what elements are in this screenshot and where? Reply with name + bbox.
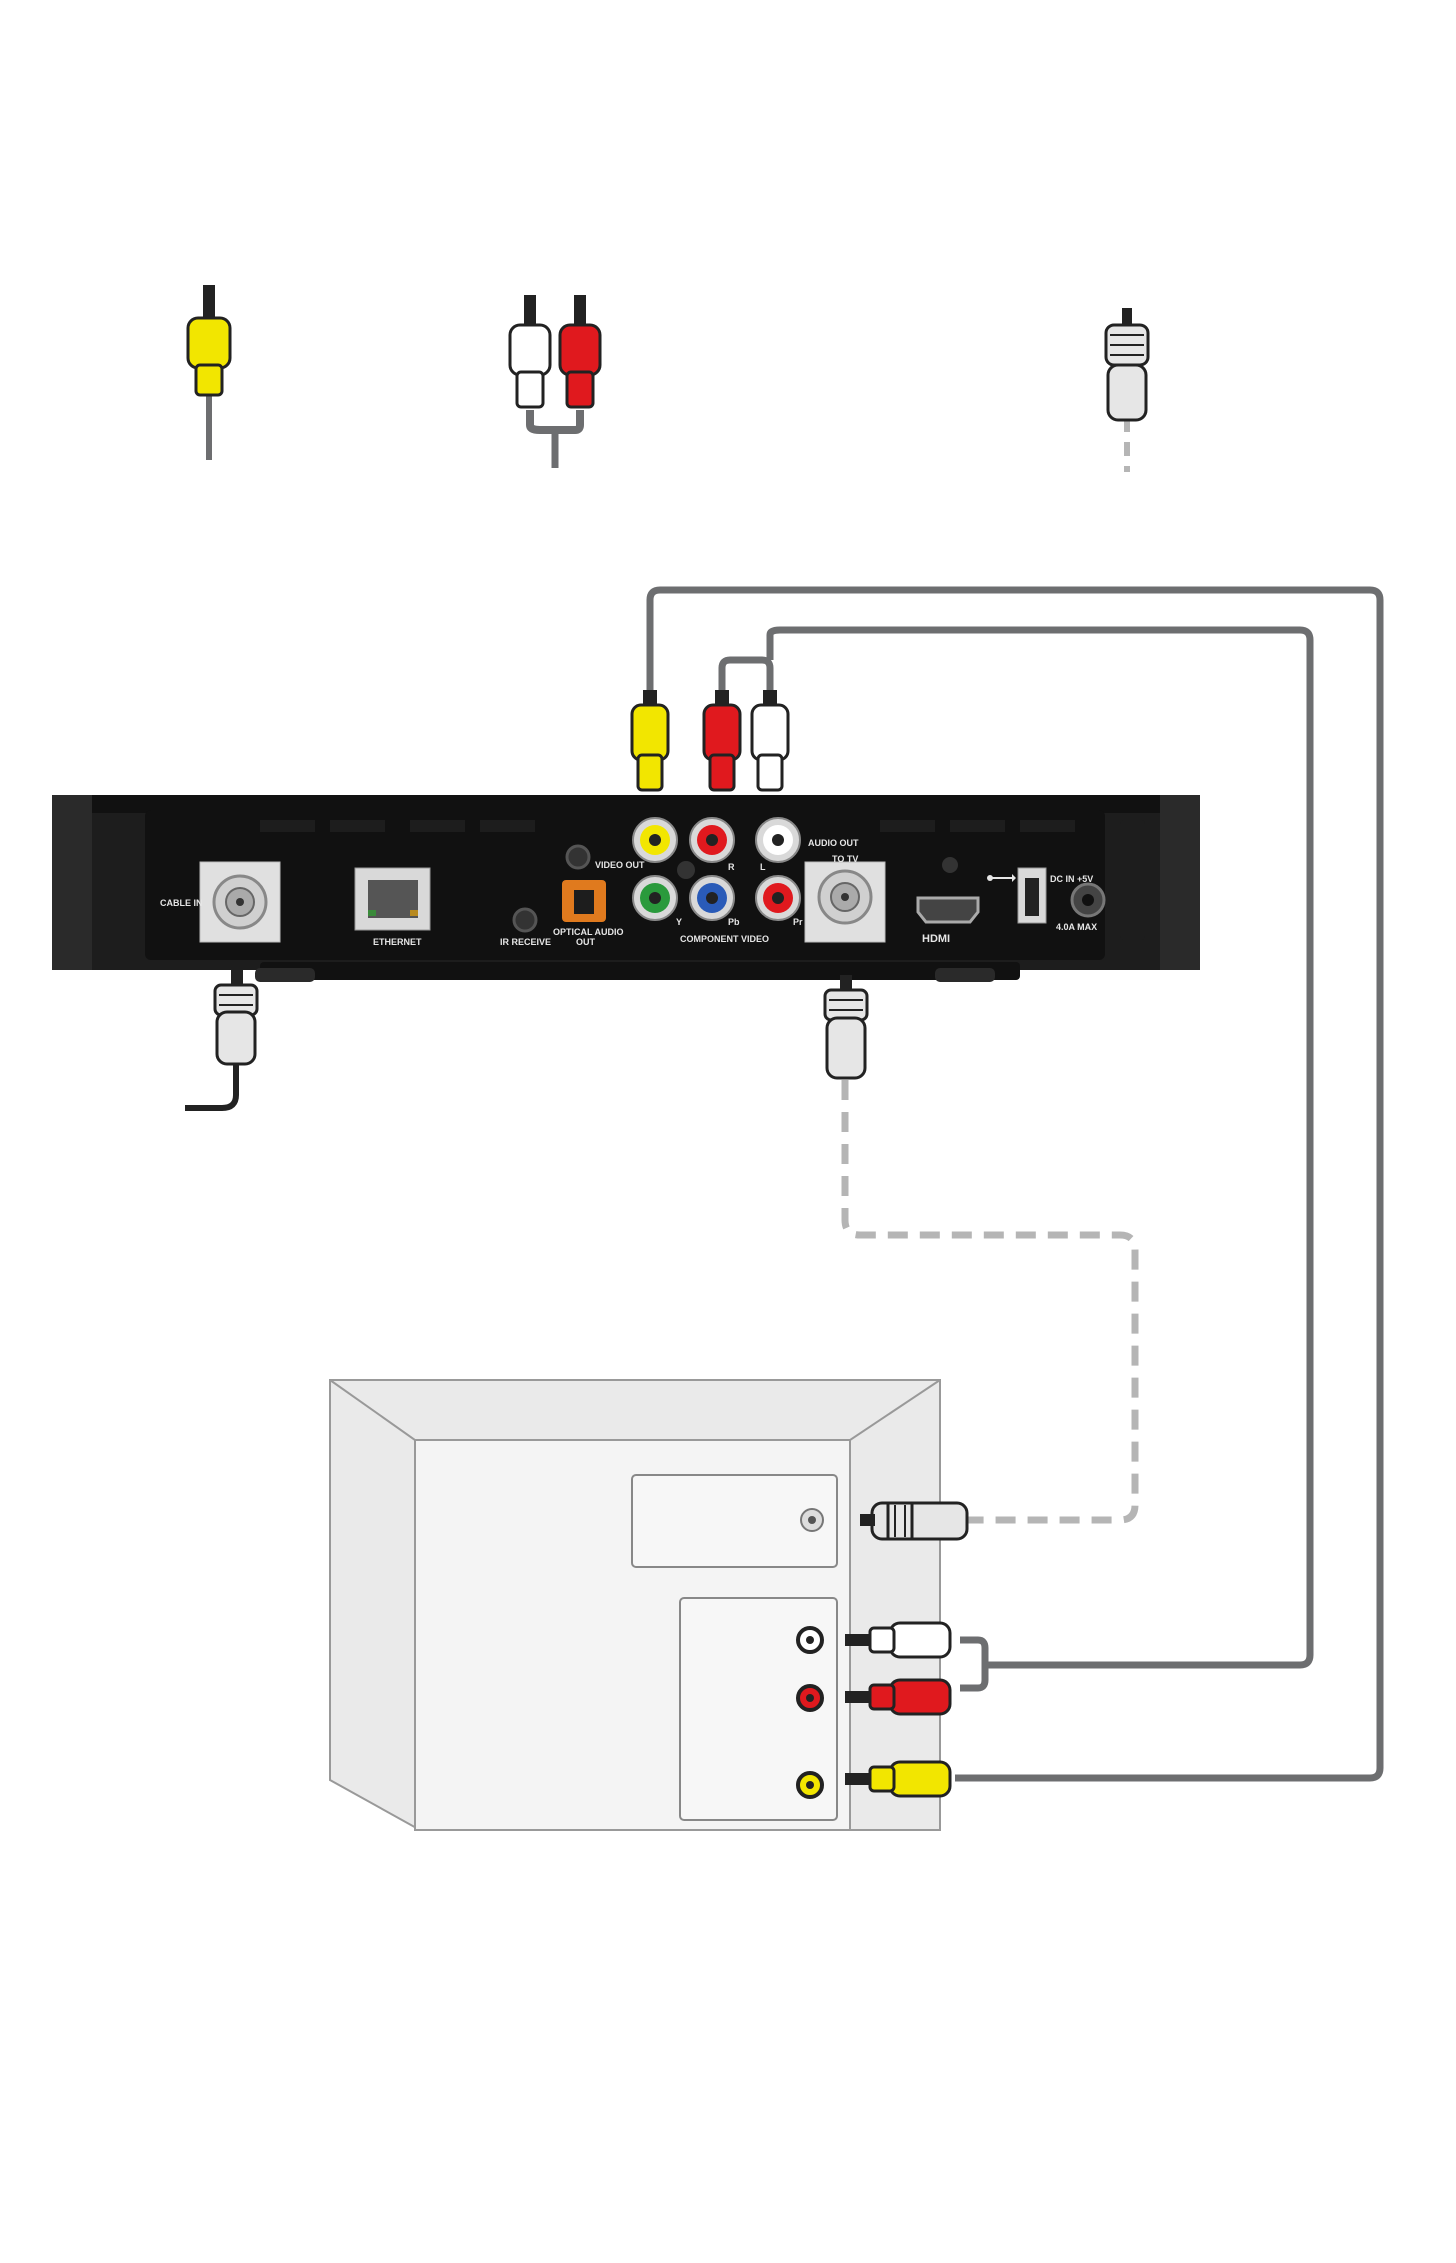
ir-receive-jack bbox=[514, 909, 536, 931]
legend-composite-video-plug bbox=[188, 285, 230, 460]
receiver-video-out-plug bbox=[632, 690, 668, 790]
audio-out-label: AUDIO OUT bbox=[808, 838, 859, 848]
tv-coax-plug bbox=[860, 1503, 967, 1539]
reset-jack bbox=[942, 857, 958, 873]
audio-l-label: L bbox=[760, 862, 766, 872]
cable-in-line bbox=[185, 1060, 236, 1108]
max-current-label: 4.0A MAX bbox=[1056, 922, 1097, 932]
receiver-foot-left bbox=[255, 968, 315, 982]
tv-coax-input-panel bbox=[632, 1475, 837, 1567]
cable-in-label: CABLE IN bbox=[160, 898, 203, 908]
audio-cable-split-top bbox=[722, 660, 770, 690]
cable-in-coax-plug bbox=[215, 970, 257, 1064]
component-video-label: COMPONENT VIDEO bbox=[680, 934, 769, 944]
receiver-audio-l-plug bbox=[752, 690, 788, 790]
audio-cable-split-tv bbox=[960, 1640, 985, 1688]
dc-in-label: DC IN +5V bbox=[1050, 874, 1093, 884]
component-pr-jack bbox=[756, 876, 800, 920]
component-y-jack bbox=[633, 876, 677, 920]
dc-in-jack bbox=[1072, 884, 1104, 916]
ethernet-port bbox=[355, 868, 430, 930]
video-out-label: VIDEO OUT bbox=[595, 860, 645, 870]
legend-coax-plug bbox=[1106, 308, 1148, 472]
to-tv-port bbox=[805, 862, 885, 942]
ir-receive-label: IR RECEIVE bbox=[500, 937, 551, 947]
hdmi-label: HDMI bbox=[922, 933, 950, 945]
cable-in-port bbox=[200, 862, 280, 942]
legend-audio-plug-pair bbox=[510, 295, 600, 468]
component-pb-label: Pb bbox=[728, 917, 740, 927]
audio-r-label: R bbox=[728, 862, 735, 872]
audio-out-r-jack bbox=[690, 818, 734, 862]
to-tv-coax-plug bbox=[825, 975, 867, 1078]
tv-back bbox=[330, 1380, 940, 1830]
component-pr-label: Pr bbox=[793, 917, 803, 927]
usb-port bbox=[1018, 868, 1046, 923]
optical-audio-label: OPTICAL AUDIO bbox=[553, 927, 624, 937]
optical-out-label: OUT bbox=[576, 937, 596, 947]
component-y-label: Y bbox=[676, 917, 682, 927]
ethernet-label: ETHERNET bbox=[373, 937, 422, 947]
aux-jack bbox=[567, 846, 589, 868]
to-tv-label: TO TV bbox=[832, 854, 858, 864]
component-pb-jack bbox=[690, 876, 734, 920]
hdmi-port bbox=[918, 898, 978, 922]
tv-av-input-panel bbox=[680, 1598, 837, 1820]
receiver-audio-r-plug bbox=[704, 690, 740, 790]
center-jack bbox=[677, 861, 695, 879]
video-out-jack bbox=[633, 818, 677, 862]
optical-audio-port bbox=[562, 880, 606, 922]
audio-out-l-jack bbox=[756, 818, 800, 862]
receiver-foot-right bbox=[935, 968, 995, 982]
